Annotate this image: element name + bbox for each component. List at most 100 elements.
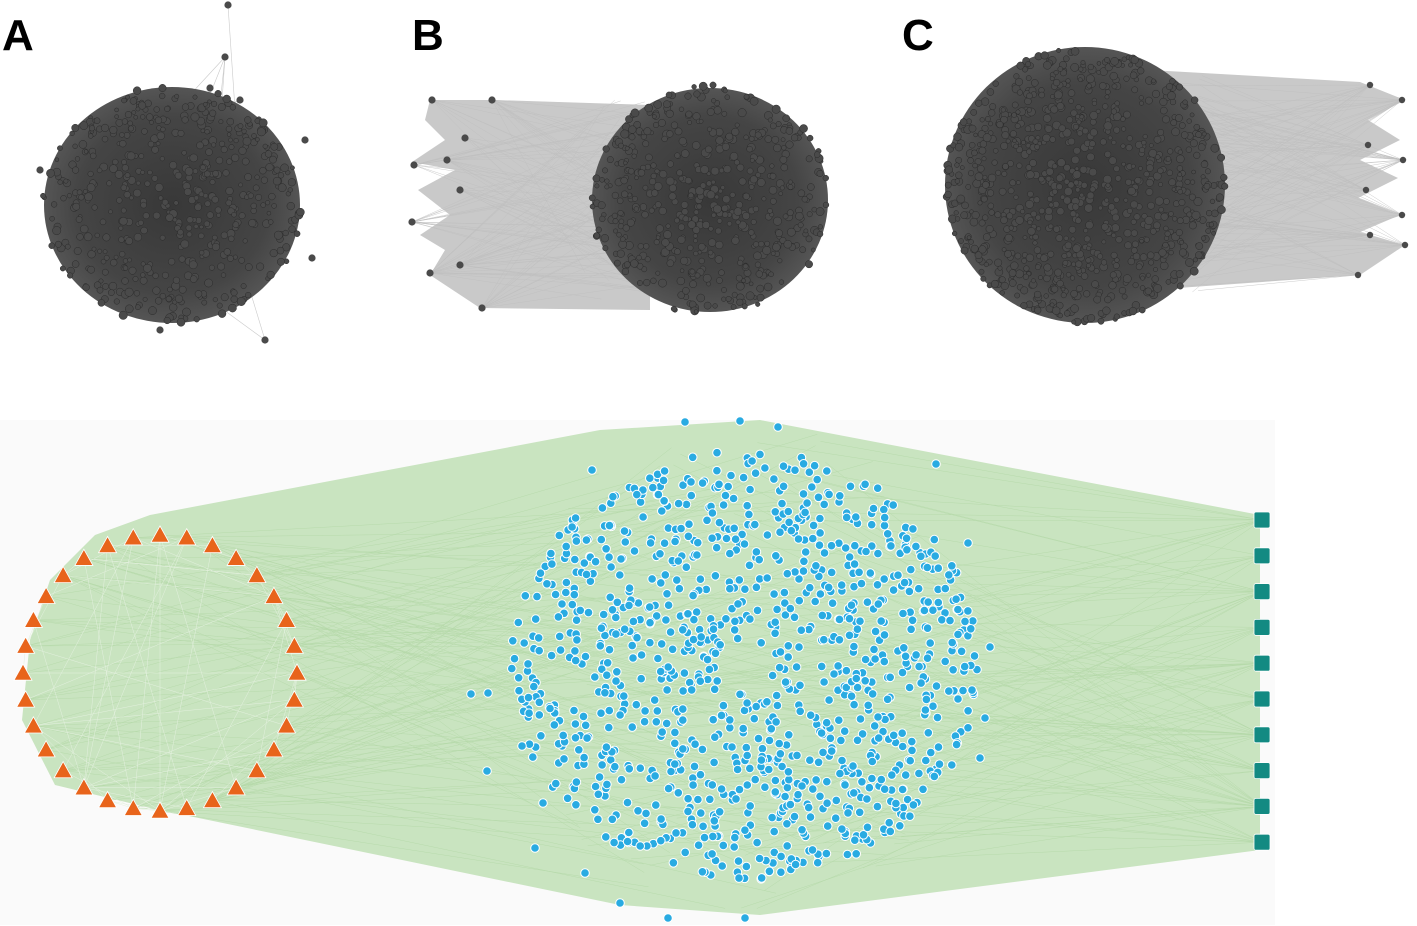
network-node [677, 223, 686, 231]
circle-icon [798, 459, 809, 469]
network-node [722, 88, 728, 94]
network-node [643, 127, 652, 136]
network-node [1189, 266, 1199, 276]
network-node [101, 135, 109, 143]
network-node [670, 121, 679, 129]
network-node [40, 192, 46, 199]
peripheral-node [224, 1, 232, 9]
circle-icon [612, 667, 622, 677]
network-edge [464, 137, 622, 275]
network-edge [83, 749, 274, 788]
circle-icon [914, 661, 924, 672]
circle-icon [604, 705, 615, 716]
network-edge [33, 725, 161, 812]
network-edge [959, 580, 1263, 736]
circle-icon [858, 830, 869, 840]
network-node [954, 143, 964, 152]
network-edge [62, 770, 134, 809]
network-edge [25, 596, 274, 701]
network-edge [33, 619, 916, 699]
network-node [677, 291, 685, 299]
square-icon [1253, 798, 1271, 815]
network-edge [62, 575, 581, 828]
network-edge [1203, 112, 1406, 246]
network-node [998, 187, 1007, 196]
circle-icon [611, 629, 621, 639]
circle-icon [750, 468, 761, 479]
network-node [71, 123, 80, 132]
network-node [211, 142, 217, 148]
circle-icon [627, 640, 638, 651]
circle-icon [538, 798, 548, 808]
circle-icon [598, 609, 609, 620]
circle-icon [873, 733, 884, 743]
network-node [799, 124, 808, 133]
circle-icon [513, 617, 524, 628]
network-edge [875, 806, 1263, 867]
circle-icon [624, 827, 634, 838]
network-node [621, 190, 629, 198]
network-edge [25, 645, 287, 727]
network-node [233, 138, 239, 144]
network-node [653, 239, 660, 246]
network-node [736, 281, 745, 291]
circle-icon [738, 472, 749, 483]
circle-icon [619, 691, 629, 701]
network-node [46, 168, 55, 178]
network-edge [159, 478, 745, 812]
network-node [1032, 138, 1039, 145]
network-node [133, 290, 141, 297]
circle-icon [969, 651, 980, 661]
network-node [1022, 273, 1029, 280]
network-node [1130, 163, 1136, 169]
network-edge [1159, 84, 1371, 87]
network-node [971, 149, 978, 157]
network-node [238, 146, 247, 155]
network-node [155, 141, 161, 146]
network-node [290, 165, 295, 171]
circle-icon [733, 856, 744, 866]
network-node [743, 93, 750, 100]
network-node [959, 165, 965, 170]
network-node [225, 186, 234, 196]
network-edge [736, 672, 1263, 771]
triangle-icon [284, 690, 305, 708]
network-node [189, 275, 198, 283]
circle-icon [665, 627, 676, 637]
network-edge [212, 628, 971, 801]
circle-icon [661, 615, 671, 625]
network-node [1000, 216, 1008, 224]
network-node [1056, 102, 1065, 111]
network-edge [273, 596, 579, 826]
circle-icon [745, 801, 756, 811]
circle-icon [632, 632, 642, 643]
network-node [109, 164, 118, 173]
circle-icon [622, 797, 633, 808]
circle-icon [923, 597, 934, 607]
network-node [1020, 286, 1029, 295]
network-node [750, 219, 757, 225]
network-node [217, 309, 227, 318]
network-node [1154, 196, 1164, 206]
network-node [201, 299, 208, 306]
network-node [944, 190, 952, 199]
network-node [1075, 187, 1081, 193]
network-node [1153, 267, 1158, 272]
circle-icon [714, 517, 725, 528]
network-edge [429, 99, 615, 274]
network-node [1060, 292, 1067, 299]
network-edge [33, 518, 772, 727]
network-node [1030, 278, 1036, 284]
panel-c: C [902, 11, 1409, 327]
network-node [969, 217, 979, 227]
circle-icon [900, 770, 911, 780]
network-node [974, 158, 982, 166]
circle-icon [760, 463, 770, 473]
network-node [1095, 108, 1101, 114]
network-node [627, 185, 632, 190]
network-node [1102, 103, 1109, 110]
network-edge [459, 257, 618, 266]
network-node [643, 278, 651, 287]
network-node [1033, 246, 1042, 254]
circle-icon [819, 634, 829, 645]
